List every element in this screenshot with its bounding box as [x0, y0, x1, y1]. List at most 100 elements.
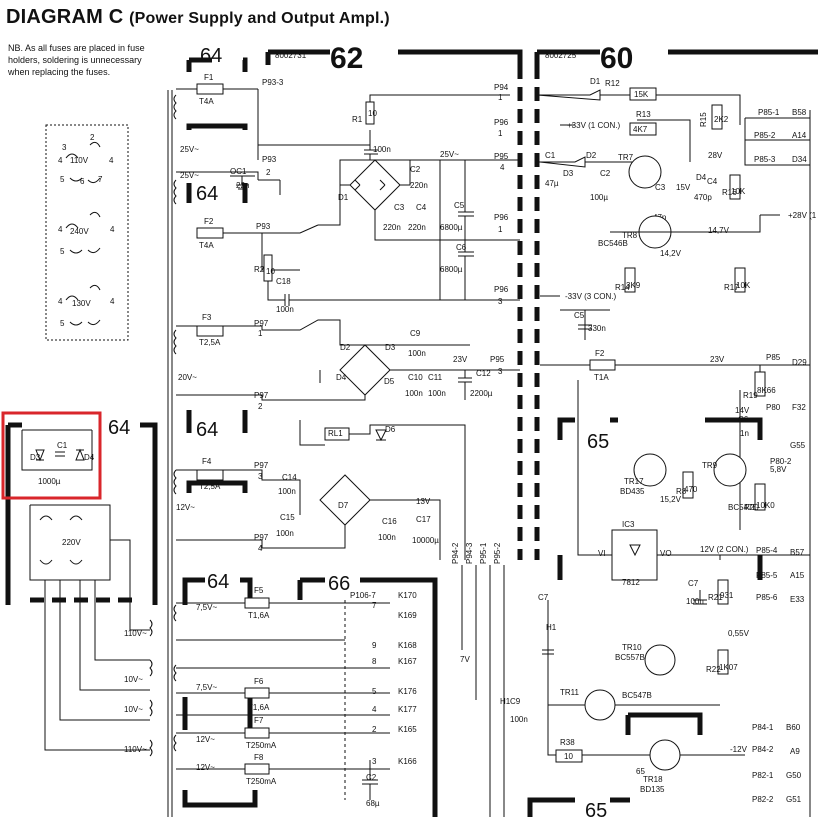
label-15-2v: 15,2V — [660, 495, 682, 504]
label-12v-b: 12V~ — [196, 735, 215, 744]
conn-A15: A15 — [790, 571, 805, 580]
right-connectors: P85-1 B58 P85-2 A14 P85-3 D34 P85 D29 P8… — [744, 108, 811, 817]
label-R1-value: 10 — [368, 109, 377, 118]
pin: 3 — [372, 757, 377, 766]
conn-P94: P94 — [494, 83, 509, 92]
label-TR9: TR9 — [702, 461, 718, 470]
conn-P96-b: P96 — [494, 213, 509, 222]
label-C2: C2 — [410, 165, 421, 174]
module-60-wiring: D1 R12 15K R15 2K2 +33V (1 CON.) R13 4K7… — [536, 77, 818, 530]
label-D3: D3 — [385, 343, 396, 352]
label-C9: C9 — [410, 329, 421, 338]
label-IC3: IC3 — [622, 520, 635, 529]
pin: 3 — [498, 367, 503, 376]
label-10v-a: 10V~ — [124, 675, 143, 684]
conn-P97-a: P97 — [254, 319, 269, 328]
label-R16-value: 10K — [731, 187, 746, 196]
label-R17-value: 10K — [736, 281, 751, 290]
label-R20: R20 — [744, 503, 759, 512]
selector-130v: 130V — [72, 299, 91, 308]
module-66: 66 — [328, 573, 350, 595]
module-62-wiring: R1 10 100n P93-3 P93 2 OC1 22n P93 R2 10… — [176, 78, 520, 314]
label-R8-value: 470 — [684, 485, 698, 494]
sel-pin: 6 — [80, 177, 85, 186]
left-rectifier-block: D3 C1 1000µ D4 220V 110V~ 10V~ 10V~ 110V… — [1, 411, 153, 757]
label-C6b: C6 — [738, 415, 749, 424]
label-F2b-value: T1A — [594, 373, 609, 382]
label-C3: C3 — [394, 203, 405, 212]
fuse-note: NB. As all fuses are placed in fuse hold… — [8, 43, 145, 77]
label-R17: R17 — [724, 283, 739, 292]
label-C7: C7 — [688, 579, 699, 588]
label-R13: R13 — [636, 110, 651, 119]
label-plus33: +33V (1 CON.) — [567, 121, 620, 130]
fuse-F4-rating: T2,5A — [199, 482, 221, 491]
pin: 7 — [372, 601, 377, 610]
conn-P93-3: P93-3 — [262, 78, 284, 87]
conn-K166: K166 — [398, 757, 417, 766]
conn-K169: K169 — [398, 611, 417, 620]
conn-P96-c: P96 — [494, 285, 509, 294]
pin: 3 — [258, 472, 263, 481]
fuse-F8-rating: T250mA — [246, 777, 277, 786]
sel-pin: 5 — [60, 175, 65, 184]
label-TR11-type: BC547B — [622, 691, 652, 700]
fuse-F2-rating: T4A — [199, 241, 214, 250]
conn-G55: G55 — [790, 441, 806, 450]
conn-P93-b: P93 — [256, 222, 271, 231]
label-28v: 28V — [708, 151, 723, 160]
label-110v-b: 110V~ — [124, 745, 147, 754]
conn-P96-a: P96 — [494, 118, 509, 127]
conn-P95-1: P95-1 — [479, 542, 488, 564]
label-C10-value: 100n — [405, 389, 423, 398]
label-75v-b: 7,5V~ — [196, 683, 217, 692]
label-R22-value: 1K07 — [719, 663, 738, 672]
selector-240v: 240V — [70, 227, 89, 236]
pin: 4 — [372, 705, 377, 714]
pin: 1 — [498, 129, 503, 138]
label-R2-value: 10 — [266, 267, 275, 276]
label-C5: C5 — [454, 201, 465, 210]
pin: 3 — [498, 297, 503, 306]
label-TR17-type: BD435 — [620, 487, 645, 496]
module-65: 65 — [587, 431, 609, 453]
sel-pin: 7 — [98, 175, 103, 184]
label-C2-value: 220n — [410, 181, 428, 190]
fuse-F4-name: F4 — [202, 457, 212, 466]
label-R13-value: 4K7 — [633, 125, 648, 134]
fuse-F6 — [244, 687, 270, 699]
title-subtitle: (Power Supply and Output Ampl.) — [129, 10, 390, 27]
label-C2-bottom-value: 68µ — [366, 799, 380, 808]
conn-P95-b: P95 — [490, 355, 505, 364]
conn-P84-1: P84-1 — [752, 723, 774, 732]
module-65-bottom: 65 — [585, 800, 607, 817]
label-TR18-module: 65 — [636, 767, 645, 776]
module-62: 62 — [330, 42, 363, 75]
label-C5b-value: 330n — [588, 324, 606, 333]
label-TR10-type: BC557B — [615, 653, 645, 662]
fuse-F6-name: F6 — [254, 677, 264, 686]
conn-P85: P85 — [766, 353, 781, 362]
label-C16-value: 100n — [378, 533, 396, 542]
label-TR17: TR17 — [624, 477, 644, 486]
label-H1: H1 — [546, 623, 557, 632]
pin: 1 — [498, 93, 503, 102]
pin: 2 — [258, 402, 263, 411]
label-C18: C18 — [276, 277, 291, 286]
label-H1-b: H1 — [500, 697, 511, 706]
label-C12-value: 2200µ — [470, 389, 493, 398]
conn-P95: P95 — [494, 152, 509, 161]
label-R38-value: 10 — [564, 752, 573, 761]
label-C6-value: 6800µ — [440, 265, 463, 274]
label-TR18-type: BD135 — [640, 785, 665, 794]
label-C10: C10 — [408, 373, 423, 382]
secondary-windings: 25V~ 25V~ 20V~ 12V~ 7,5V~ 7,5V~ 12V~ 12V… — [173, 94, 217, 772]
label-10v-b: 10V~ — [124, 705, 143, 714]
label-TR10: TR10 — [622, 643, 642, 652]
label-C1b-value: 47µ — [545, 179, 559, 188]
label-110v: 110V~ — [124, 629, 147, 638]
label-C6: C6 — [456, 243, 467, 252]
label-C5b: C5 — [574, 311, 585, 320]
sel-pin: 5 — [60, 247, 65, 256]
label-C16: C16 — [382, 517, 397, 526]
